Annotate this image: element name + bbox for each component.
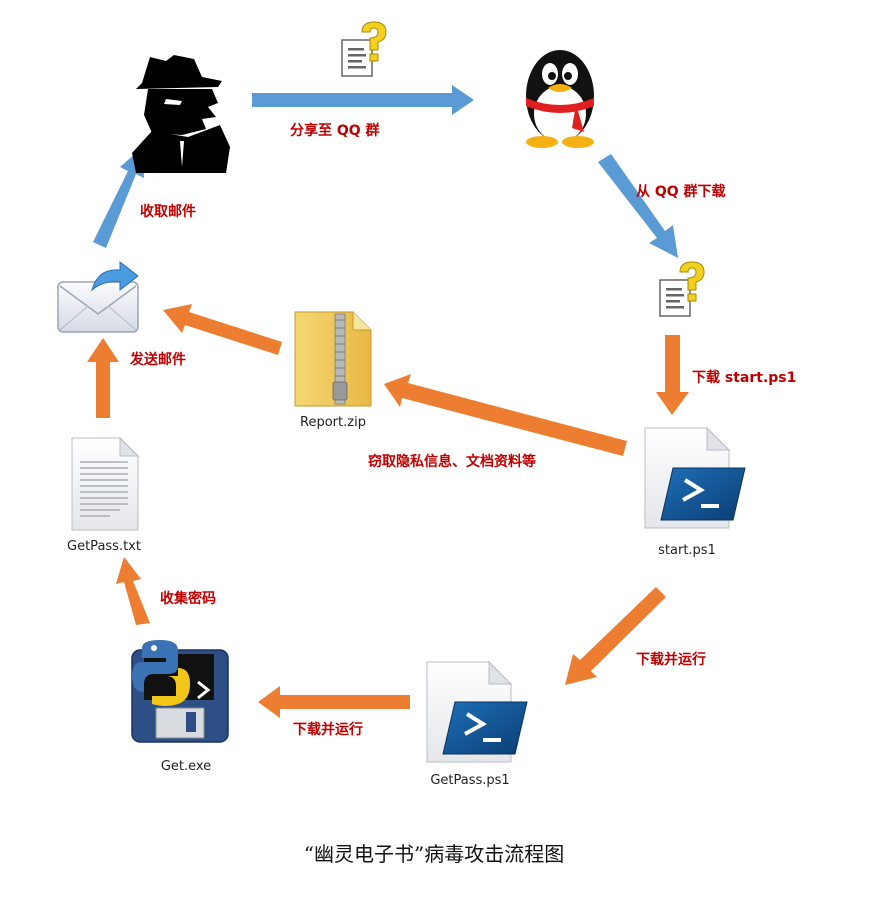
label-download-from-qq: 从 QQ 群下载 (636, 183, 726, 200)
zip-archive-icon (294, 311, 372, 407)
hacker-silhouette-icon (132, 55, 230, 173)
start-ps1-filename: start.ps1 (658, 543, 716, 558)
arrow-steal-info (384, 374, 627, 456)
powershell-script-icon (644, 426, 746, 529)
arrow-share-to-qq (252, 85, 474, 115)
qq-penguin-icon (526, 50, 594, 148)
arrow-receive-mail (93, 147, 144, 248)
label-download-run-1: 下载并运行 (636, 651, 706, 668)
python-executable-icon (131, 640, 229, 743)
text-file-icon (71, 436, 140, 531)
arrow-download-start (656, 335, 689, 415)
unknown-document-icon (341, 21, 387, 77)
arrows (87, 85, 689, 718)
label-steal-info: 窃取隐私信息、文档资料等 (368, 453, 536, 470)
arrow-collect-password (116, 557, 150, 625)
get-exe-filename: Get.exe (161, 759, 211, 774)
arrow-download-run-1 (565, 587, 666, 685)
label-collect-password: 收集密码 (160, 590, 216, 607)
arrow-download-from-qq (598, 154, 678, 258)
label-share-to-qq: 分享至 QQ 群 (290, 122, 380, 139)
arrow-download-run-2 (258, 686, 410, 718)
diagram-caption: “幽灵电子书”病毒攻击流程图 (304, 842, 564, 866)
getpass-txt-filename: GetPass.txt (67, 539, 141, 554)
mail-forward-icon (57, 260, 139, 333)
unknown-document-icon (659, 261, 705, 317)
label-send-mail: 发送邮件 (129, 351, 186, 368)
report-zip-filename: Report.zip (300, 415, 366, 430)
label-receive-mail: 收取邮件 (140, 203, 196, 220)
getpass-ps1-filename: GetPass.ps1 (430, 773, 509, 788)
label-download-run-2: 下载并运行 (293, 721, 363, 738)
arrow-up-to-mail (87, 338, 119, 418)
label-download-start: 下载 start.ps1 (692, 369, 796, 386)
powershell-script-icon (426, 660, 528, 763)
edge-labels: 分享至 QQ 群 从 QQ 群下载 下载 start.ps1 窃取隐私信息、文档… (129, 122, 796, 738)
arrow-send-mail (163, 304, 282, 355)
